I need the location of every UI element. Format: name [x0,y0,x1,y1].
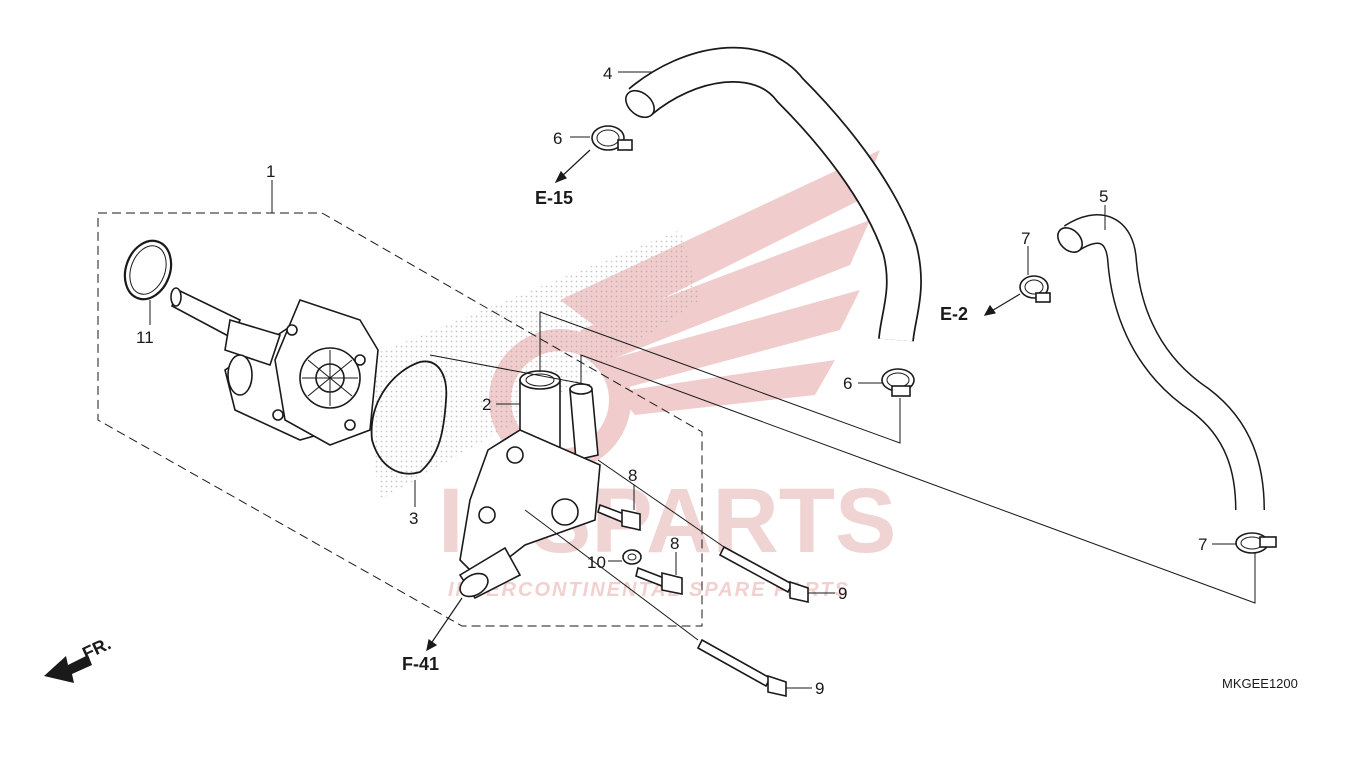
ref-e2: E-2 [940,304,968,324]
hose-clamp-7-lower [1235,532,1277,554]
bolt-8-lower [635,566,683,595]
water-pump [170,287,379,446]
callout-8-upper: 8 [628,466,637,485]
front-arrow-icon [44,655,92,683]
lower-water-hose [1057,214,1265,511]
reference-labels: E-15 E-2 F-41 [402,188,968,674]
leader-lines [149,71,1256,689]
front-direction-indicator: FR. [44,633,114,683]
callout-11: 11 [136,328,154,347]
callout-2: 2 [482,395,491,414]
bolt-8-upper [597,503,641,531]
pump-gasket [370,360,448,475]
callout-3: 3 [409,509,418,528]
water-pipe-joint [458,370,601,600]
callout-9-upper: 9 [838,584,847,603]
reference-arrows [426,149,1021,652]
upper-water-hose [625,46,922,342]
bolt-9-upper [718,545,809,603]
callout-5: 5 [1099,187,1108,206]
watermark: ICSPARTS INTERCONTINENTAL SPARE PARTS [360,150,896,601]
ref-e15: E-15 [535,188,573,208]
hose-clamp-7-upper [1019,275,1051,303]
callout-7-lower: 7 [1198,535,1207,554]
callout-10: 10 [587,553,606,572]
callout-4: 4 [603,64,612,83]
watermark-tagline: INTERCONTINENTAL SPARE PARTS [448,579,850,601]
callout-labels: 1 2 3 4 5 6 6 7 7 8 8 9 9 10 11 [136,64,1207,698]
hose-clamp-6-lower [881,368,915,397]
assembly-outline [97,212,703,627]
callout-9-lower: 9 [815,679,824,698]
callout-7-upper: 7 [1021,229,1030,248]
washer-10 [622,549,642,565]
diagram-code: MKGEE1200 [1222,676,1298,691]
dotted-shade [360,230,700,500]
callout-6-lower: 6 [843,374,852,393]
bolt-9-lower [696,638,787,697]
callout-1: 1 [266,162,275,181]
hose-clamp-6-upper [591,125,633,151]
callout-6-upper: 6 [553,129,562,148]
o-ring [123,239,173,301]
ref-f41: F-41 [402,654,439,674]
callout-8-lower: 8 [670,534,679,553]
